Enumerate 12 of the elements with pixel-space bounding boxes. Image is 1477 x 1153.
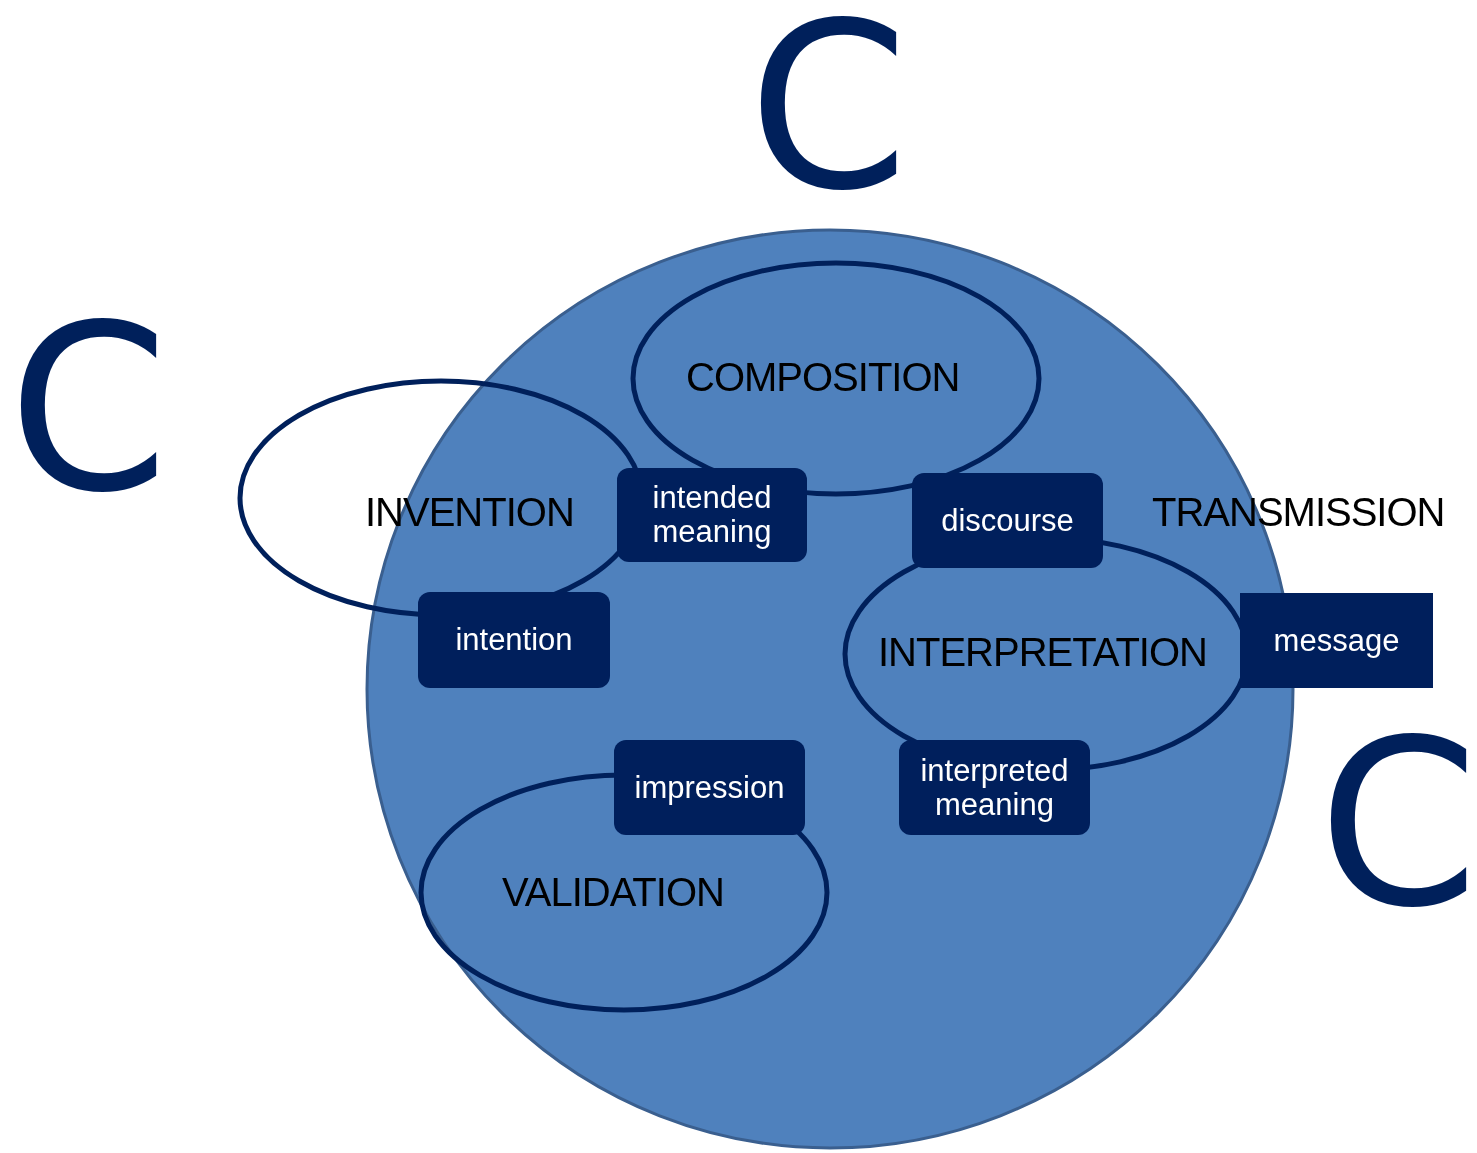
text-box: intention xyxy=(418,592,610,688)
text-box: interpreted meaning xyxy=(899,740,1090,835)
text-box: intended meaning xyxy=(617,468,807,562)
large-letter: C xyxy=(748,0,909,228)
stage-label: INTERPRETATION xyxy=(878,630,1207,675)
large-letter: C xyxy=(1318,705,1477,945)
large-letter: C xyxy=(8,290,169,530)
stage-label: COMPOSITION xyxy=(686,355,960,400)
text-box: impression xyxy=(614,740,805,835)
text-box: discourse xyxy=(912,473,1103,568)
text-box: message xyxy=(1240,593,1433,688)
stage-label: VALIDATION xyxy=(502,870,724,915)
